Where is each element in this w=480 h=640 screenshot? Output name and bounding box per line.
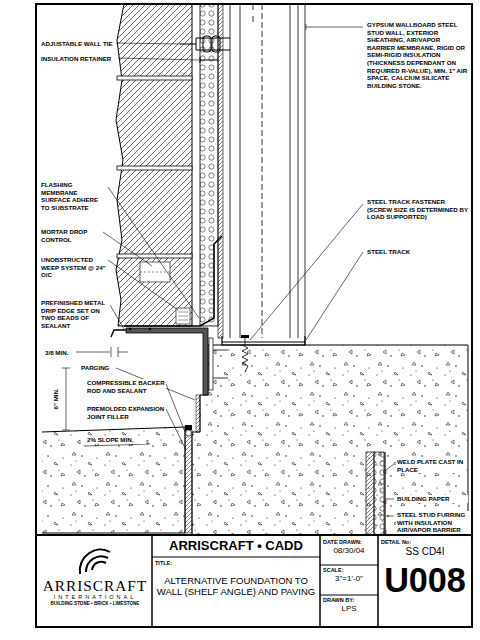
label-text: PREFINISHED METAL DRIP EDGE SET ON TWO B… xyxy=(41,299,109,329)
company-cell: ARRISCRAFT • CADD xyxy=(152,537,320,557)
flashing-label: FLASHING MEMBRANE SURFACE ADHERE TO SUBS… xyxy=(40,181,106,211)
field-caption: DETAIL No: xyxy=(381,539,469,545)
label-text: 2% SLOPE MIN. xyxy=(87,436,145,444)
dimension-text: 3/8 MIN. xyxy=(44,349,76,357)
date-cell: DATE DRAWN: 08/30/04 xyxy=(320,537,378,565)
field-value: 3"=1'-0" xyxy=(323,575,375,584)
field-value: ARRISCRAFT xyxy=(40,577,150,594)
label-text: MORTAR DROP CONTROL xyxy=(41,228,101,243)
label-text: STEEL TRACK FASTENER (SCREW SIZE IS DETE… xyxy=(367,198,468,221)
furring-label: STEEL STUD FURRING WITH INSULATION AIR/V… xyxy=(396,511,470,534)
label-text: GYPSUM WALLBOARD STEEL STUD WALL, EXTERI… xyxy=(367,21,468,89)
wall-tie-label: ADJUSTABLE WALL TIE xyxy=(40,40,116,48)
field-value: SS CD4I xyxy=(381,546,469,557)
label-text: 3/8 MIN. xyxy=(45,349,75,357)
field-value: INTERNATIONAL xyxy=(40,594,150,600)
slope-label: 2% SLOPE MIN. xyxy=(86,436,146,444)
label-text: UNOBSTRUCTED WEEP SYSTEM @ 24" O/C xyxy=(41,256,107,279)
drawn-by-cell: DRAWN BY: LPS xyxy=(320,595,378,626)
parging-label: PARGING xyxy=(80,364,116,372)
scale-cell: SCALE: 3"=1'-0" xyxy=(320,565,378,595)
dimension-text: 6" MIN. xyxy=(52,379,60,419)
label-text: STEEL STUD FURRING WITH INSULATION AIR/V… xyxy=(397,511,469,534)
field-caption: TITLE: xyxy=(155,560,317,566)
field-caption: DATE DRAWN: xyxy=(323,539,375,545)
logo-block: ARRISCRAFTINTERNATIONALBUILDING STONE • … xyxy=(38,577,152,625)
label-text: WELD PLATE CAST IN PLACE xyxy=(397,458,465,473)
weld-plate-label: WELD PLATE CAST IN PLACE xyxy=(396,458,466,473)
field-value: ARRISCRAFT • CADD xyxy=(155,539,317,554)
building-paper-label: BUILDING PAPER xyxy=(396,495,468,503)
track-label: STEEL TRACK xyxy=(366,248,428,256)
backer-rod-label: COMPRESSIBLE BACKER ROD AND SEALANT xyxy=(86,379,166,394)
label-text: INSULATION RETAINER xyxy=(41,55,117,63)
drip-edge-label: PREFINISHED METAL DRIP EDGE SET ON TWO B… xyxy=(40,299,110,329)
field-value: ALTERNATIVE FOUNDATION TO WALL (SHELF AN… xyxy=(155,576,317,597)
title-cell: TITLE: ALTERNATIVE FOUNDATION TO WALL (SH… xyxy=(152,558,320,626)
label-text: BUILDING PAPER xyxy=(397,495,467,503)
label-text: 6" MIN. xyxy=(52,380,60,418)
field-value: 08/30/04 xyxy=(323,547,375,556)
field-value: U008 xyxy=(381,561,469,599)
label-text: COMPRESSIBLE BACKER ROD AND SEALANT xyxy=(87,379,165,394)
detail-cell: DETAIL No:SS CD4I U008 xyxy=(378,537,472,626)
mortar-drop-label: MORTAR DROP CONTROL xyxy=(40,228,102,243)
fastener-label: STEEL TRACK FASTENER (SCREW SIZE IS DETE… xyxy=(366,198,469,221)
wall-assembly-note: GYPSUM WALLBOARD STEEL STUD WALL, EXTERI… xyxy=(366,21,469,89)
label-text: PREMOLDED EXPANSION JOINT FILLER xyxy=(87,405,165,420)
weep-label: UNOBSTRUCTED WEEP SYSTEM @ 24" O/C xyxy=(40,256,108,279)
field-value: LPS xyxy=(323,605,375,614)
label-text: STEEL TRACK xyxy=(367,248,427,256)
joint-filler-label: PREMOLDED EXPANSION JOINT FILLER xyxy=(86,405,166,420)
retainer-label: INSULATION RETAINER xyxy=(40,55,118,63)
label-text: PARGING xyxy=(81,364,115,372)
field-caption: DRAWN BY: xyxy=(323,597,375,603)
label-text: ADJUSTABLE WALL TIE xyxy=(41,40,115,48)
field-value: BUILDING STONE • BRICK • LIMESTONE xyxy=(40,601,150,606)
label-text: FLASHING MEMBRANE SURFACE ADHERE TO SUBS… xyxy=(41,181,105,211)
field-caption: SCALE: xyxy=(323,567,375,573)
